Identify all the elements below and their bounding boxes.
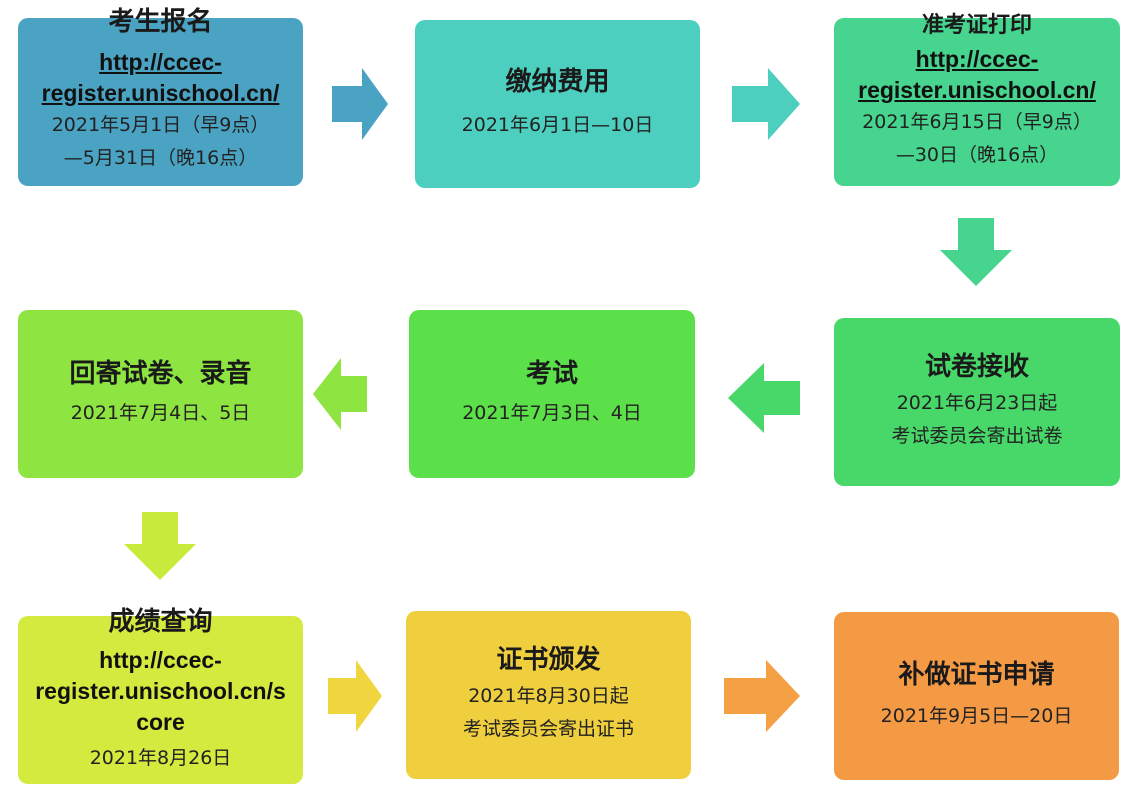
right-arrow-icon (328, 660, 382, 732)
left-arrow-icon (313, 358, 367, 430)
left-arrow-icon (728, 363, 800, 433)
step-date-line: 2021年8月30日起 (468, 685, 629, 707)
admission-link[interactable]: http://ccec- register.unischool.cn/ (858, 45, 1096, 103)
step-date-line: 2021年6月1日—10日 (461, 113, 654, 136)
down-arrow-icon (940, 218, 1012, 286)
step-title: 证书颁发 (496, 644, 601, 675)
step-date-line: 2021年7月4日、5日 (70, 401, 251, 424)
step-title: 缴纳费用 (505, 67, 610, 98)
step-title: 考生报名 (108, 7, 213, 37)
step-title: 试卷接收 (924, 351, 1029, 382)
down-arrow-icon (124, 512, 196, 580)
step-box-certificate-reissue: 补做证书申请 2021年9月5日—20日 (834, 612, 1119, 780)
score-link[interactable]: http://ccec- register.unischool.cn/s cor… (35, 646, 286, 735)
step-title: 成绩查询 (108, 607, 213, 637)
step-title: 考试 (525, 359, 578, 390)
step-box-registration: 考生报名 http://ccec- register.unischool.cn/… (18, 7, 303, 186)
step-box-return-papers: 回寄试卷、录音 2021年7月4日、5日 (18, 310, 303, 478)
step-date-line: 2021年8月26日 (89, 746, 232, 769)
step-date-line: 2021年6月23日起 (896, 392, 1058, 414)
step-date-line: 2021年6月15日（早9点） (862, 110, 1092, 133)
step-date-line: 2021年7月3日、4日 (462, 401, 642, 424)
step-date-line: 2021年9月5日—20日 (880, 704, 1073, 727)
step-title: 准考证打印 (921, 12, 1032, 38)
step-box-admission-ticket: 准考证打印 http://ccec- register.unischool.cn… (834, 12, 1120, 186)
step-box-score-query: 成绩查询 http://ccec- register.unischool.cn/… (18, 607, 303, 784)
step-note-line: 考试委员会寄出证书 (462, 718, 634, 741)
step-title: 回寄试卷、录音 (69, 359, 252, 390)
step-date-line: 2021年5月1日（早9点） (51, 113, 270, 136)
step-box-payment: 缴纳费用 2021年6月1日—10日 (415, 20, 700, 188)
right-arrow-icon (732, 68, 800, 140)
step-note-line: 考试委员会寄出试卷 (891, 425, 1063, 448)
registration-link[interactable]: http://ccec- register.unischool.cn/ (41, 48, 280, 106)
step-box-exam: 考试 2021年7月3日、4日 (409, 310, 695, 478)
right-arrow-icon (332, 68, 388, 140)
step-title: 补做证书申请 (898, 660, 1055, 691)
right-arrow-icon (724, 660, 800, 732)
step-box-certificate-issue: 证书颁发 2021年8月30日起 考试委员会寄出证书 (406, 611, 691, 779)
step-date-line: —30日（晚16点） (895, 143, 1059, 166)
step-box-paper-receipt: 试卷接收 2021年6月23日起 考试委员会寄出试卷 (834, 318, 1120, 486)
step-date-line: —5月31日（晚16点） (63, 146, 258, 169)
